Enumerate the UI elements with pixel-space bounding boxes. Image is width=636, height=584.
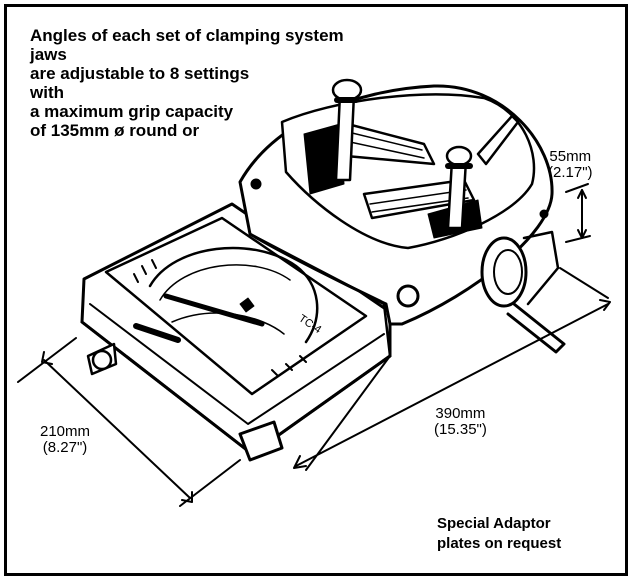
heading-line: with (30, 83, 64, 102)
heading-line: are adjustable to 8 settings (30, 64, 250, 83)
gauge-window (104, 216, 368, 396)
heading-line: of 135mm ø round or (30, 121, 200, 140)
adaptor-note: Special Adaptor plates on request (437, 514, 561, 554)
maker-label (133, 323, 181, 343)
width-metric: 210mm (40, 423, 91, 440)
gauge-needle (163, 293, 265, 327)
note-line: plates on request (437, 535, 562, 552)
heading-line: jaws (30, 45, 67, 64)
reset-button (396, 284, 420, 308)
width-imperial: (8.27") (42, 439, 88, 456)
gauge-scale-arc (148, 246, 319, 344)
dim-line-height (565, 183, 591, 243)
feature-heading: Angles of each set of clamping system ja… (30, 26, 344, 140)
jaw-post-right (446, 158, 468, 230)
height-metric: 55mm (549, 148, 592, 165)
foot (238, 420, 284, 462)
note-line: Special Adaptor (437, 515, 551, 532)
width-dimension-label: 210mm (8.27") (40, 424, 90, 456)
hand-wheel (480, 236, 528, 308)
dim-line-length (295, 267, 609, 471)
heading-line: Angles of each set of clamping system (30, 26, 344, 45)
length-metric: 390mm (435, 405, 486, 422)
torque-tester-illustration: TC-4 (17, 78, 611, 507)
height-dimension-label: 55mm (2.17") (548, 149, 593, 181)
length-dimension-label: 390mm (15.35") (434, 406, 487, 438)
height-imperial: (2.17") (548, 164, 593, 181)
hand-wheel-handle (506, 302, 566, 354)
length-imperial: (15.35") (434, 421, 487, 438)
heading-line: a maximum grip capacity (30, 102, 234, 121)
dim-line-width (17, 337, 241, 507)
jaw-lever (476, 114, 520, 166)
